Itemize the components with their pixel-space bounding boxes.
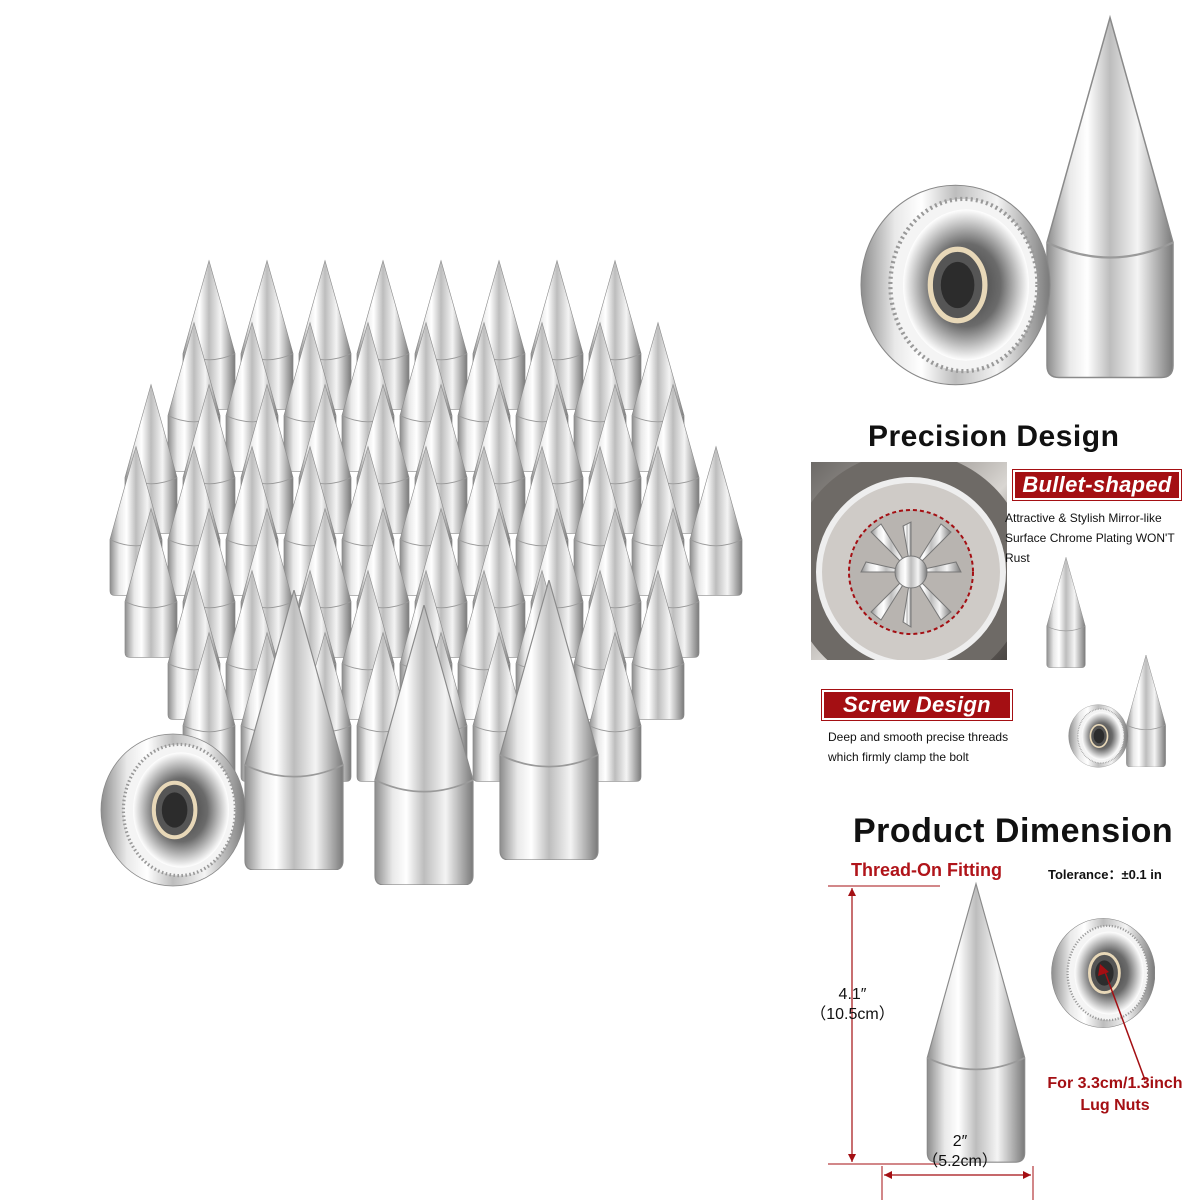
precision-design-title: Precision Design (868, 420, 1120, 453)
screw-desc-line-2: which firmly clamp the bolt (828, 750, 969, 764)
small-spike-image (1043, 555, 1089, 670)
screw-design-badge: Screw Design (822, 690, 1012, 720)
main-product-image (30, 250, 790, 890)
height-cm: （10.5cm） (810, 1006, 895, 1023)
bullet-description: Attractive & Stylish Mirror-like Surface… (1005, 508, 1195, 568)
wheel-photo (811, 462, 1007, 660)
small-cap-image (1055, 655, 1180, 770)
tolerance-label: Tolerance：±0.1 in (1048, 867, 1162, 882)
bullet-shaped-badge: Bullet-shaped (1013, 470, 1181, 500)
width-in: 2″ (952, 1133, 968, 1150)
screw-description: Deep and smooth precise threads which fi… (828, 727, 1043, 767)
bullet-desc-line-2: Surface Chrome Plating WON'T (1005, 531, 1175, 545)
product-dimension-title: Product Dimension (853, 812, 1174, 850)
bullet-desc-line-1: Attractive & Stylish Mirror-like (1005, 511, 1162, 525)
height-label: 4.1″ （10.5cm） (810, 985, 895, 1025)
height-in: 4.1″ (838, 986, 867, 1003)
width-label: 2″ （5.2cm） (905, 1132, 1015, 1172)
thread-on-fitting-label: Thread-On Fitting (851, 860, 1002, 880)
lug-nut-fit-note: For 3.3cm/1.3inch Lug Nuts (1030, 1073, 1200, 1117)
open-cap (101, 734, 245, 886)
spike-cap (689, 446, 743, 596)
width-cm: （5.2cm） (922, 1153, 998, 1170)
spike-field (30, 260, 743, 890)
bullet-desc-line-3: Rust (1005, 551, 1030, 565)
dimension-drawing (800, 880, 1200, 1200)
hero-cap-image (820, 0, 1200, 410)
screw-desc-line-1: Deep and smooth precise threads (828, 730, 1009, 744)
fit-note-line-1: For 3.3cm/1.3inch (1047, 1075, 1183, 1092)
fit-note-line-2: Lug Nuts (1080, 1097, 1150, 1114)
